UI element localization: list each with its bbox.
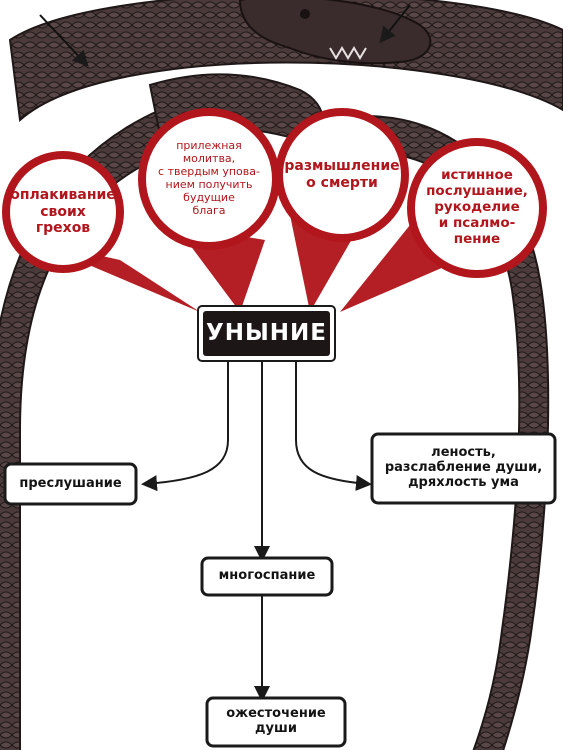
remedy-circle-4 (407, 138, 547, 278)
remedy-circles (2, 108, 547, 278)
remedy-text-4: истинное послушание, рукоделие и псалмо-… (426, 167, 528, 247)
consequence-box-right (370, 432, 557, 505)
remedy-circle-1 (2, 151, 124, 273)
pointer-arrow-left (39, 14, 89, 67)
center-label: УНЫНИЕ (205, 320, 328, 347)
consequence-box-bottom (205, 696, 347, 748)
consequence-box-left (3, 462, 138, 506)
consequence-right-label: леность, разслабление души, дряхлость ум… (384, 445, 543, 490)
center-box (203, 311, 330, 356)
remedy-text-1: оплакивание своих грехов (10, 187, 116, 237)
serpent-head (238, 0, 432, 65)
consequence-arrows (141, 361, 372, 702)
remedy-circle-3 (275, 108, 409, 242)
remedy-text-3: размышление о смерти (284, 158, 400, 191)
consequence-box-middle (200, 556, 334, 597)
pointer-arrow-right (379, 4, 411, 44)
remedy-text-2: прилежная молитва, с твердым упова- нием… (158, 139, 260, 217)
consequence-middle-label: многоспание (218, 568, 316, 584)
consequence-left-label: преслушание (19, 475, 122, 491)
consequence-bottom-label: ожесточение души (226, 706, 326, 736)
